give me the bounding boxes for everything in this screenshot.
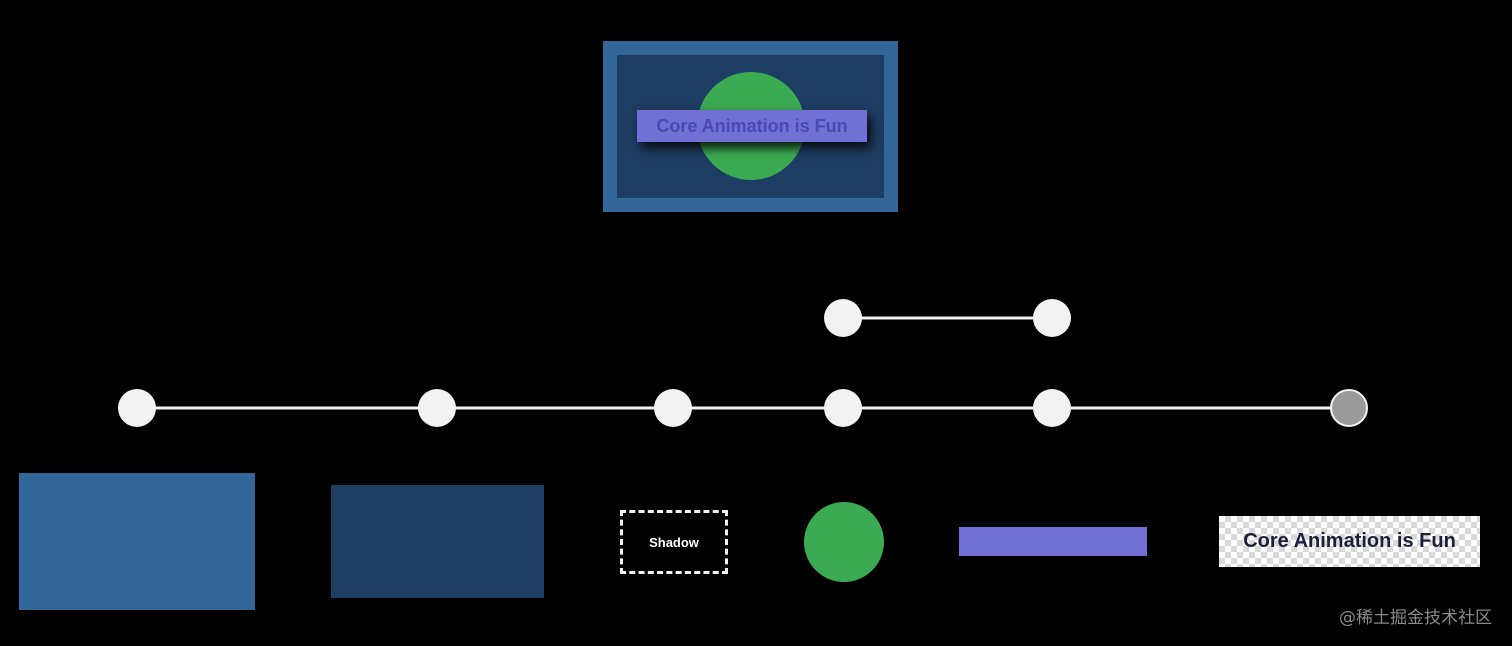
composite-text-banner: Core Animation is Fun [637,110,867,142]
timeline-node-circle [824,389,862,427]
composite-inner-rect: Core Animation is Fun [617,55,884,198]
watermark: @稀土掘金技术社区 [1339,608,1492,628]
composite-layer-preview: Core Animation is Fun [603,41,898,212]
timeline-node-banner [1033,389,1071,427]
timeline-node-root [118,389,156,427]
text-layer-label: Core Animation is Fun [1243,530,1456,552]
timeline-node-shadow [654,389,692,427]
timeline-node-inner [418,389,456,427]
branch-node-end [1033,299,1071,337]
timeline-node-text [1330,389,1368,427]
branch-node-start [824,299,862,337]
layer-purple-banner [959,527,1147,556]
shadow-label: Shadow [649,534,699,550]
layer-text-checkerboard: Core Animation is Fun [1219,516,1480,567]
layer-shadow-box: Shadow [620,510,728,574]
layer-inner-rect [331,485,544,598]
layer-root-rect [19,473,255,610]
layer-green-circle [804,502,884,582]
